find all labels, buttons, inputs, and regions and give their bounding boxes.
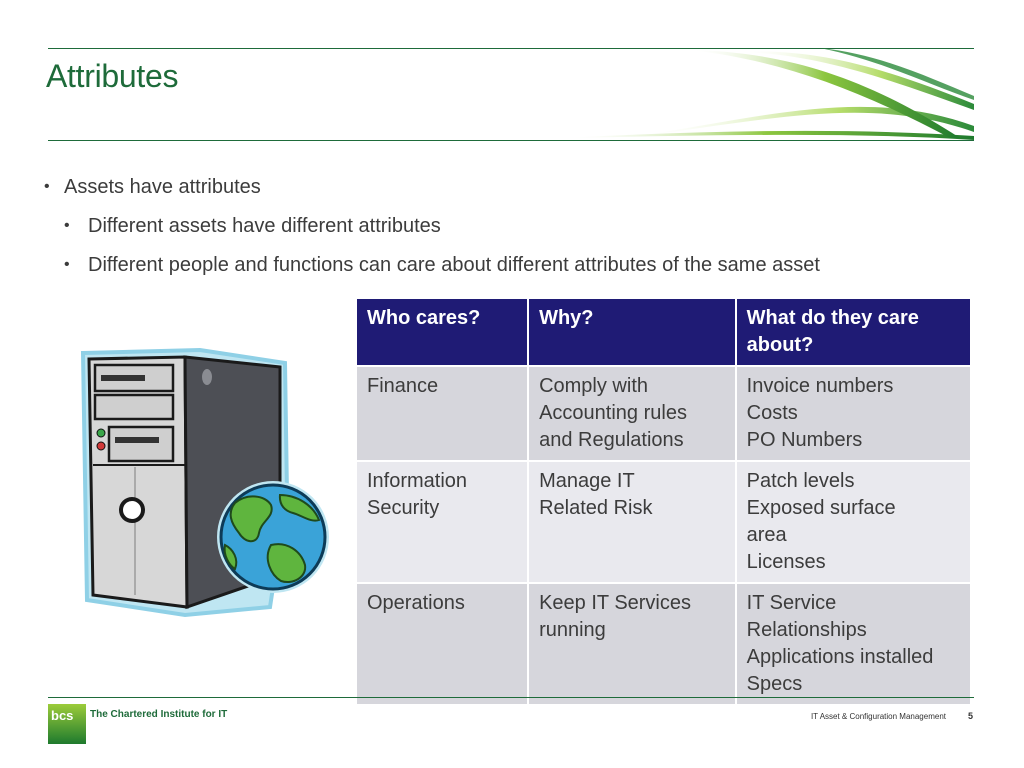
cell-text: Applications installed — [746, 646, 934, 668]
table-header-row: Who cares? Why? What do they care about? — [357, 299, 970, 365]
computer-tower-globe-illustration — [80, 347, 329, 618]
bullet-text: Different people and functions can care … — [88, 254, 820, 276]
page-number: 5 — [967, 711, 973, 721]
cell-text: Manage IT — [539, 470, 635, 492]
cell-text: Patch levels — [746, 470, 855, 492]
table-row: Operations Keep IT Services running IT S… — [357, 584, 970, 704]
footer-rule — [48, 697, 974, 698]
cell-text: Accounting rules — [539, 402, 687, 424]
deck-title: IT Asset & Configuration Management — [810, 712, 946, 721]
table-row: Information Security Manage IT Related R… — [357, 462, 970, 582]
bullet-text: Assets have attributes — [64, 176, 261, 198]
cell-text: Keep IT Services — [539, 592, 692, 614]
cell-text: PO Numbers — [746, 429, 863, 451]
cell-text: area — [746, 524, 787, 546]
cell-text: Invoice numbers — [746, 375, 894, 397]
table-cell: Invoice numbers Costs PO Numbers — [736, 367, 970, 460]
cell-text: Related Risk — [539, 497, 653, 519]
cell-text: Information — [367, 470, 468, 492]
cell-text: and Regulations — [539, 429, 684, 451]
bullet-dot-icon: • — [44, 178, 50, 195]
bullet-item: • Assets have attributes — [44, 176, 261, 199]
green-swoosh-decoration — [560, 48, 974, 140]
cell-text: Finance — [367, 375, 439, 397]
header-top-rule — [48, 48, 974, 49]
bullet-text: Different assets have different attribut… — [88, 215, 441, 237]
organization-name: The Chartered Institute for IT — [90, 709, 228, 720]
bullet-dot-icon: • — [64, 217, 70, 234]
cell-text: Comply with — [539, 375, 648, 397]
cell-text: Specs — [746, 673, 803, 695]
table-cell: Comply with Accounting rules and Regulat… — [529, 367, 735, 460]
bullet-item: • Different assets have different attrib… — [64, 215, 441, 238]
cell-text: IT Service — [746, 592, 837, 614]
cell-text: Exposed surface — [746, 497, 896, 519]
table-cell: Finance — [357, 367, 528, 460]
table-cell: IT Service Relationships Applications in… — [736, 584, 970, 704]
cell-text: Costs — [746, 402, 798, 424]
cell-text: Security — [367, 497, 440, 519]
bullet-item: • Different people and functions can car… — [64, 254, 820, 277]
logo-text: bcs — [51, 708, 73, 723]
title-underline — [48, 140, 974, 141]
table-cell: Operations — [357, 584, 528, 704]
slide-title: Attributes — [46, 58, 179, 94]
table-cell: Patch levels Exposed surface area Licens… — [736, 462, 970, 582]
table-cell: Keep IT Services running — [529, 584, 735, 704]
column-header: Who cares? — [357, 299, 528, 365]
cell-text: Relationships — [746, 619, 867, 641]
cell-text: Licenses — [746, 551, 826, 573]
table-row: Finance Comply with Accounting rules and… — [357, 367, 970, 460]
table-cell: Information Security — [357, 462, 528, 582]
column-header: What do they care about? — [736, 299, 970, 365]
cell-text: running — [539, 619, 606, 641]
bcs-logo: bcs — [48, 704, 86, 744]
attributes-table: Who cares? Why? What do they care about?… — [355, 297, 972, 706]
bullet-dot-icon: • — [64, 256, 70, 273]
column-header: Why? — [529, 299, 735, 365]
table-cell: Manage IT Related Risk — [529, 462, 735, 582]
cell-text: Operations — [367, 592, 465, 614]
